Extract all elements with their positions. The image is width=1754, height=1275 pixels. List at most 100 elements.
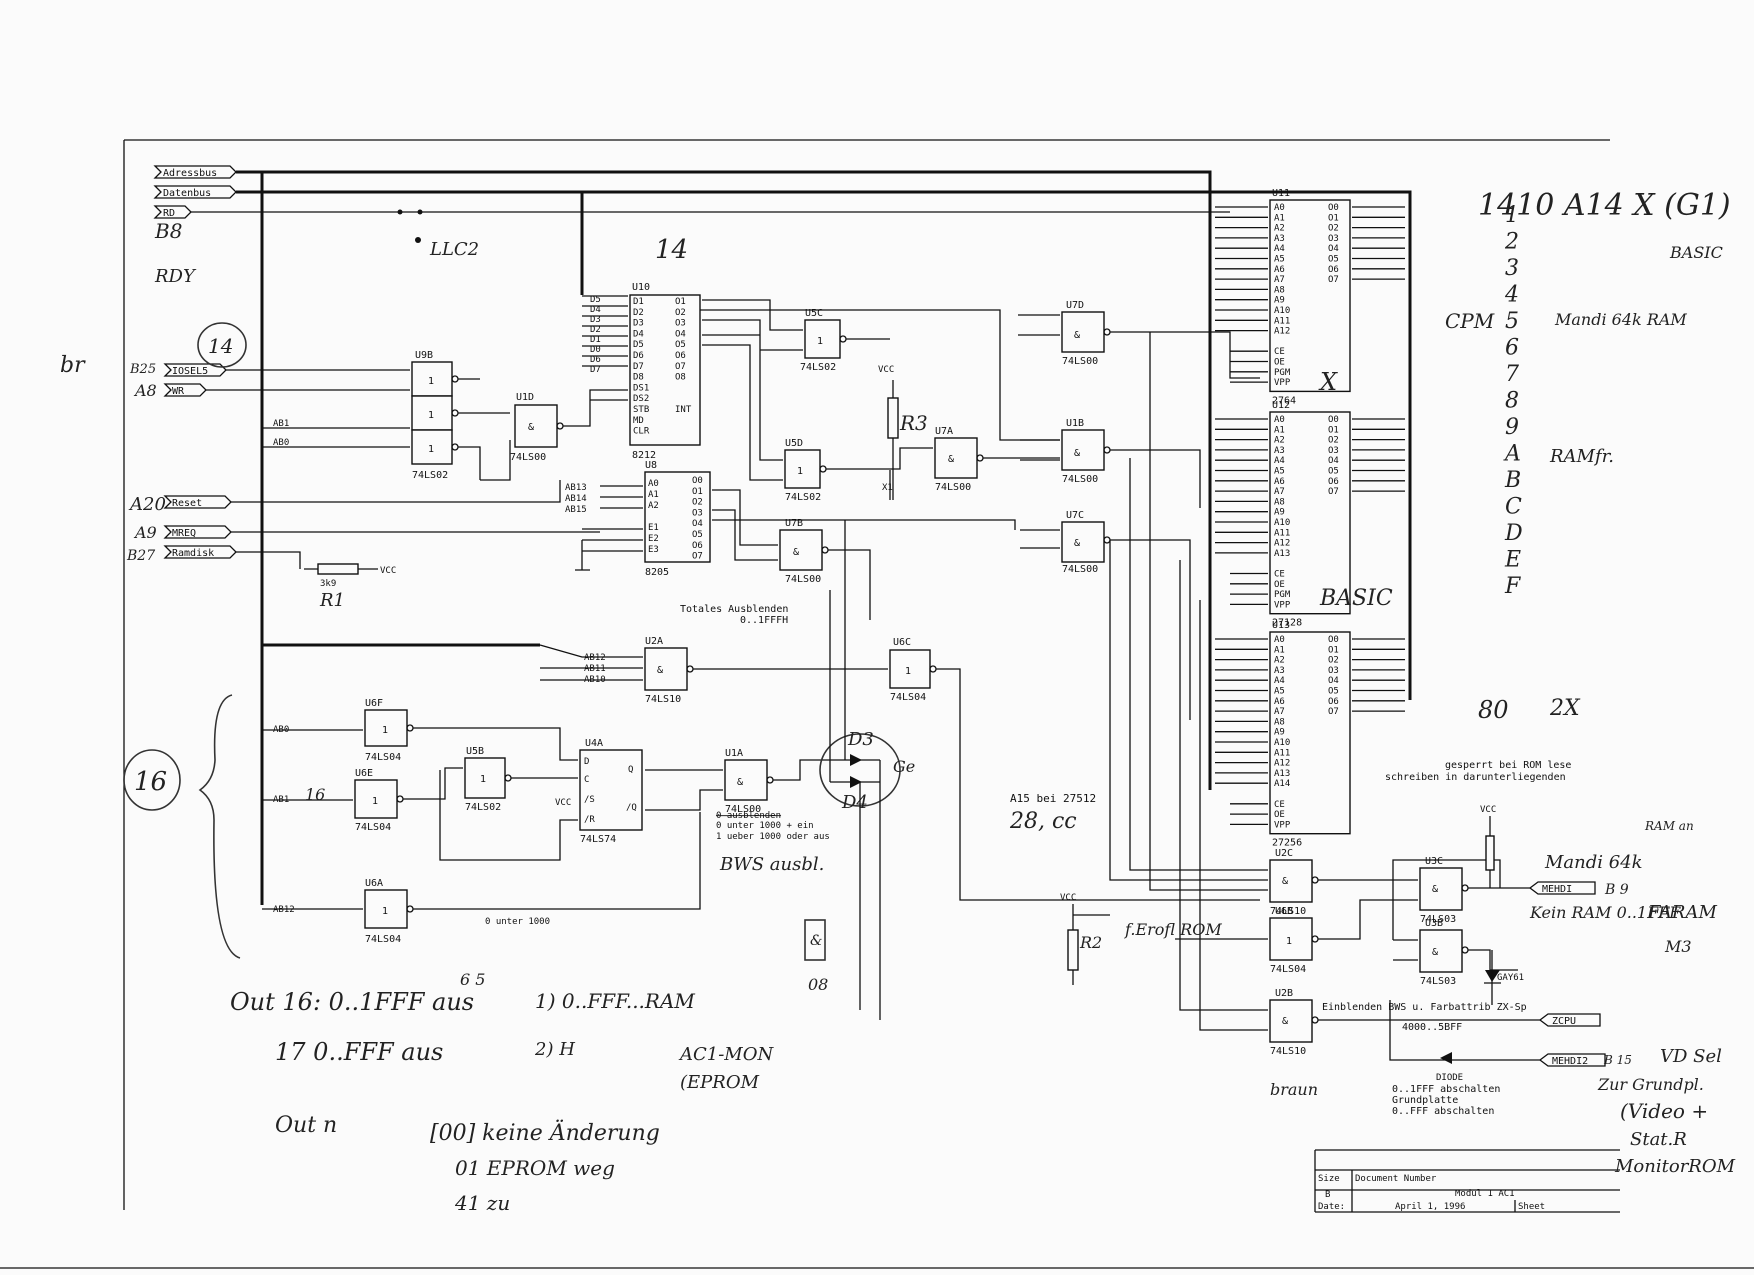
u10-pin-d8: D8 <box>633 373 644 383</box>
hex-col-e: E <box>1504 548 1521 573</box>
rom-pin-o5: O5 <box>1328 467 1339 477</box>
svg-text:(EPROM: (EPROM <box>680 1072 760 1093</box>
rom-pin-vpp: VPP <box>1274 378 1291 388</box>
rom-u13: U1327256A0A1A2A3A4A5A6A7A8A9A10A11A12A13… <box>1215 620 1405 849</box>
rom-pin-o3: O3 <box>1328 234 1339 244</box>
rom-pin-a4: A4 <box>1274 676 1285 686</box>
svg-text:Ge: Ge <box>893 757 915 776</box>
svg-text:16: 16 <box>305 785 325 804</box>
svg-text:Modul 1 AC1: Modul 1 AC1 <box>1455 1189 1515 1199</box>
u10-pin-clr: CLR <box>633 427 650 437</box>
svg-text:74LS00: 74LS00 <box>935 482 971 493</box>
svg-text:2X: 2X <box>1549 696 1581 721</box>
rom-pin-a8: A8 <box>1274 717 1285 727</box>
svg-text:74LS02: 74LS02 <box>785 492 821 503</box>
gate-u6c: 1 U6C 74LS04 <box>889 637 937 703</box>
rom-type: 27128 <box>1272 618 1302 629</box>
u10-pin-o3: O3 <box>675 319 686 329</box>
svg-text:D3: D3 <box>847 729 874 750</box>
u10-pin-o1: O1 <box>675 297 686 307</box>
svg-text:Zur Grundpl.: Zur Grundpl. <box>1597 1075 1704 1094</box>
svg-text:U9B: U9B <box>415 350 433 361</box>
svg-text:01 EPROM weg: 01 EPROM weg <box>455 1156 615 1180</box>
resistor-r1: VCC 3k9 R1 <box>304 563 396 611</box>
resistor-u3-pullup <box>1485 835 1495 871</box>
bus-top <box>236 170 1412 215</box>
svg-text:AB14: AB14 <box>565 494 587 504</box>
svg-text:VCC: VCC <box>1060 893 1076 903</box>
svg-text:VD Sel: VD Sel <box>1660 1046 1722 1067</box>
resistor-r2: VCC R2 <box>1060 893 1110 985</box>
svg-text:[00] keine Änderung: [00] keine Änderung <box>430 1119 660 1146</box>
port-ramdisk: Ramdisk <box>163 545 237 559</box>
label-vcc-u3: VCC <box>1480 805 1496 815</box>
svg-text:74LS00: 74LS00 <box>1062 356 1098 367</box>
svg-text:1: 1 <box>382 725 388 736</box>
u10-pin-ds2: DS2 <box>633 394 649 404</box>
svg-text:RDY: RDY <box>154 266 197 287</box>
gate-u5c: 1 U5C 74LS02 <box>800 308 847 373</box>
rom-pin-oe: OE <box>1274 358 1285 368</box>
svg-text:U6B: U6B <box>1275 906 1293 917</box>
rom-pin-o2: O2 <box>1328 656 1339 666</box>
rom-pin-vpp: VPP <box>1274 600 1291 610</box>
rom-type: 2764 <box>1272 395 1296 406</box>
resistor-r3: VCC R3 <box>878 365 928 500</box>
svg-text:D: D <box>584 757 589 767</box>
rom-pin-o5: O5 <box>1328 687 1339 697</box>
svg-text:&: & <box>528 422 534 433</box>
note-totales-1: Totales Ausblenden <box>680 604 788 615</box>
svg-text:D7: D7 <box>590 365 601 375</box>
rom-pin-a6: A6 <box>1274 477 1285 487</box>
svg-text:1: 1 <box>428 444 434 455</box>
u10-pin-ds1: DS1 <box>633 383 649 393</box>
svg-text:U1D: U1D <box>516 392 534 403</box>
svg-text:U6F: U6F <box>365 698 383 709</box>
diode-d1: GAY61 <box>1484 950 1524 1005</box>
svg-text:U5D: U5D <box>785 438 803 449</box>
svg-text:16: 16 <box>134 767 167 797</box>
wire-u10-o3 <box>700 309 1060 441</box>
svg-text:74LS10: 74LS10 <box>645 694 681 705</box>
rom-pin-o2: O2 <box>1328 436 1339 446</box>
svg-text:br: br <box>60 353 86 378</box>
rom-pin-o3: O3 <box>1328 446 1339 456</box>
u10-pin-d5: D5 <box>633 340 644 350</box>
svg-text:U6E: U6E <box>355 768 373 779</box>
port-datenbus: Datenbus <box>153 185 237 199</box>
rom-pin-a10: A10 <box>1274 306 1290 316</box>
svg-text:WR: WR <box>172 386 185 397</box>
svg-text:Size: Size <box>1318 1174 1340 1184</box>
u10-pin-o7: O7 <box>675 362 686 372</box>
svg-text:U2A: U2A <box>645 636 663 647</box>
rom-pin-a1: A1 <box>1274 645 1285 655</box>
svg-text:74LS00: 74LS00 <box>725 804 761 815</box>
gate-u7d: & U7D 74LS00 <box>1061 300 1111 367</box>
rom-pin-a10: A10 <box>1274 738 1290 748</box>
u6c-out <box>936 668 1260 901</box>
svg-text:U6C: U6C <box>893 637 911 648</box>
rom-pin-ce: CE <box>1274 347 1285 357</box>
u8-pin-o0: O0 <box>692 476 703 486</box>
u10-pin-o6: O6 <box>675 351 686 361</box>
svg-text:&: & <box>737 777 743 788</box>
svg-text:D0: D0 <box>590 345 601 355</box>
svg-text:U2B: U2B <box>1275 988 1293 999</box>
rom-pin-a11: A11 <box>1274 748 1290 758</box>
svg-text:U7A: U7A <box>935 426 953 437</box>
hex-col-7: 7 <box>1505 362 1519 387</box>
label-ab12: AB12 <box>273 905 295 915</box>
svg-text:1410 A14 X (G1): 1410 A14 X (G1) <box>1478 188 1731 223</box>
svg-text:74LS00: 74LS00 <box>1062 564 1098 575</box>
label-ab0-top: AB0 <box>273 438 289 448</box>
note-eroff-rom: f.Erofl ROM <box>1124 920 1222 939</box>
rom-pin-o7: O7 <box>1328 487 1339 497</box>
port-rd: RD <box>153 205 192 219</box>
gate-u3b: & U3B 74LS03 <box>1419 918 1469 987</box>
svg-text:BASIC: BASIC <box>1669 243 1723 262</box>
u10-pin-md: MD <box>633 416 644 426</box>
u10-pin-d3: D3 <box>633 319 644 329</box>
gate-u1d: & U1D 74LS00 <box>510 392 564 463</box>
u8-pin-a2: A2 <box>648 501 659 511</box>
svg-text:LLC2: LLC2 <box>429 239 479 260</box>
